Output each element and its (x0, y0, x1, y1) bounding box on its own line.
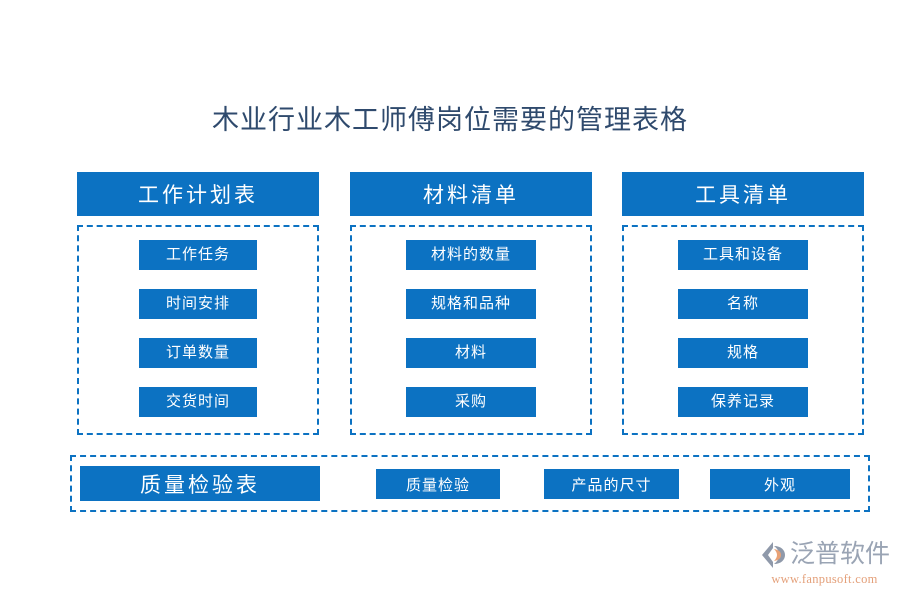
column-work-plan: 工作计划表 工作任务 时间安排 订单数量 交货时间 (77, 172, 319, 435)
list-item[interactable]: 交货时间 (139, 387, 257, 417)
list-item[interactable]: 名称 (678, 289, 808, 319)
column-header-material-list[interactable]: 材料清单 (350, 172, 592, 216)
column-body-work-plan: 工作任务 时间安排 订单数量 交货时间 (77, 225, 319, 435)
brand-name: 泛普软件 (790, 541, 891, 568)
fanpu-logo-icon (757, 541, 787, 569)
column-body-material-list: 材料的数量 规格和品种 材料 采购 (350, 225, 592, 435)
column-material-list: 材料清单 材料的数量 规格和品种 材料 采购 (350, 172, 592, 435)
list-item[interactable]: 时间安排 (139, 289, 257, 319)
list-item[interactable]: 订单数量 (139, 338, 257, 368)
brand-logo: 泛普软件 www.fanpusoft.com (757, 538, 892, 590)
brand-url: www.fanpusoft.com (771, 572, 878, 586)
list-item[interactable]: 质量检验 (376, 469, 500, 499)
list-item[interactable]: 外观 (710, 469, 850, 499)
bottom-band-quality-inspection: 质量检验表 质量检验 产品的尺寸 外观 (70, 455, 870, 512)
column-header-work-plan[interactable]: 工作计划表 (77, 172, 319, 216)
list-item[interactable]: 产品的尺寸 (544, 469, 679, 499)
list-item[interactable]: 工具和设备 (678, 240, 808, 270)
column-body-tool-list: 工具和设备 名称 规格 保养记录 (622, 225, 864, 435)
list-item[interactable]: 工作任务 (139, 240, 257, 270)
bottom-band-inner: 质量检验表 质量检验 产品的尺寸 外观 (72, 457, 868, 510)
bottom-band-header[interactable]: 质量检验表 (80, 466, 320, 501)
list-item[interactable]: 采购 (406, 387, 536, 417)
brand-logo-row: 泛普软件 (757, 538, 892, 572)
column-header-tool-list[interactable]: 工具清单 (622, 172, 864, 216)
list-item[interactable]: 材料 (406, 338, 536, 368)
page-title: 木业行业木工师傅岗位需要的管理表格 (212, 105, 688, 135)
list-item[interactable]: 规格和品种 (406, 289, 536, 319)
list-item[interactable]: 保养记录 (678, 387, 808, 417)
list-item[interactable]: 规格 (678, 338, 808, 368)
list-item[interactable]: 材料的数量 (406, 240, 536, 270)
column-tool-list: 工具清单 工具和设备 名称 规格 保养记录 (622, 172, 864, 435)
